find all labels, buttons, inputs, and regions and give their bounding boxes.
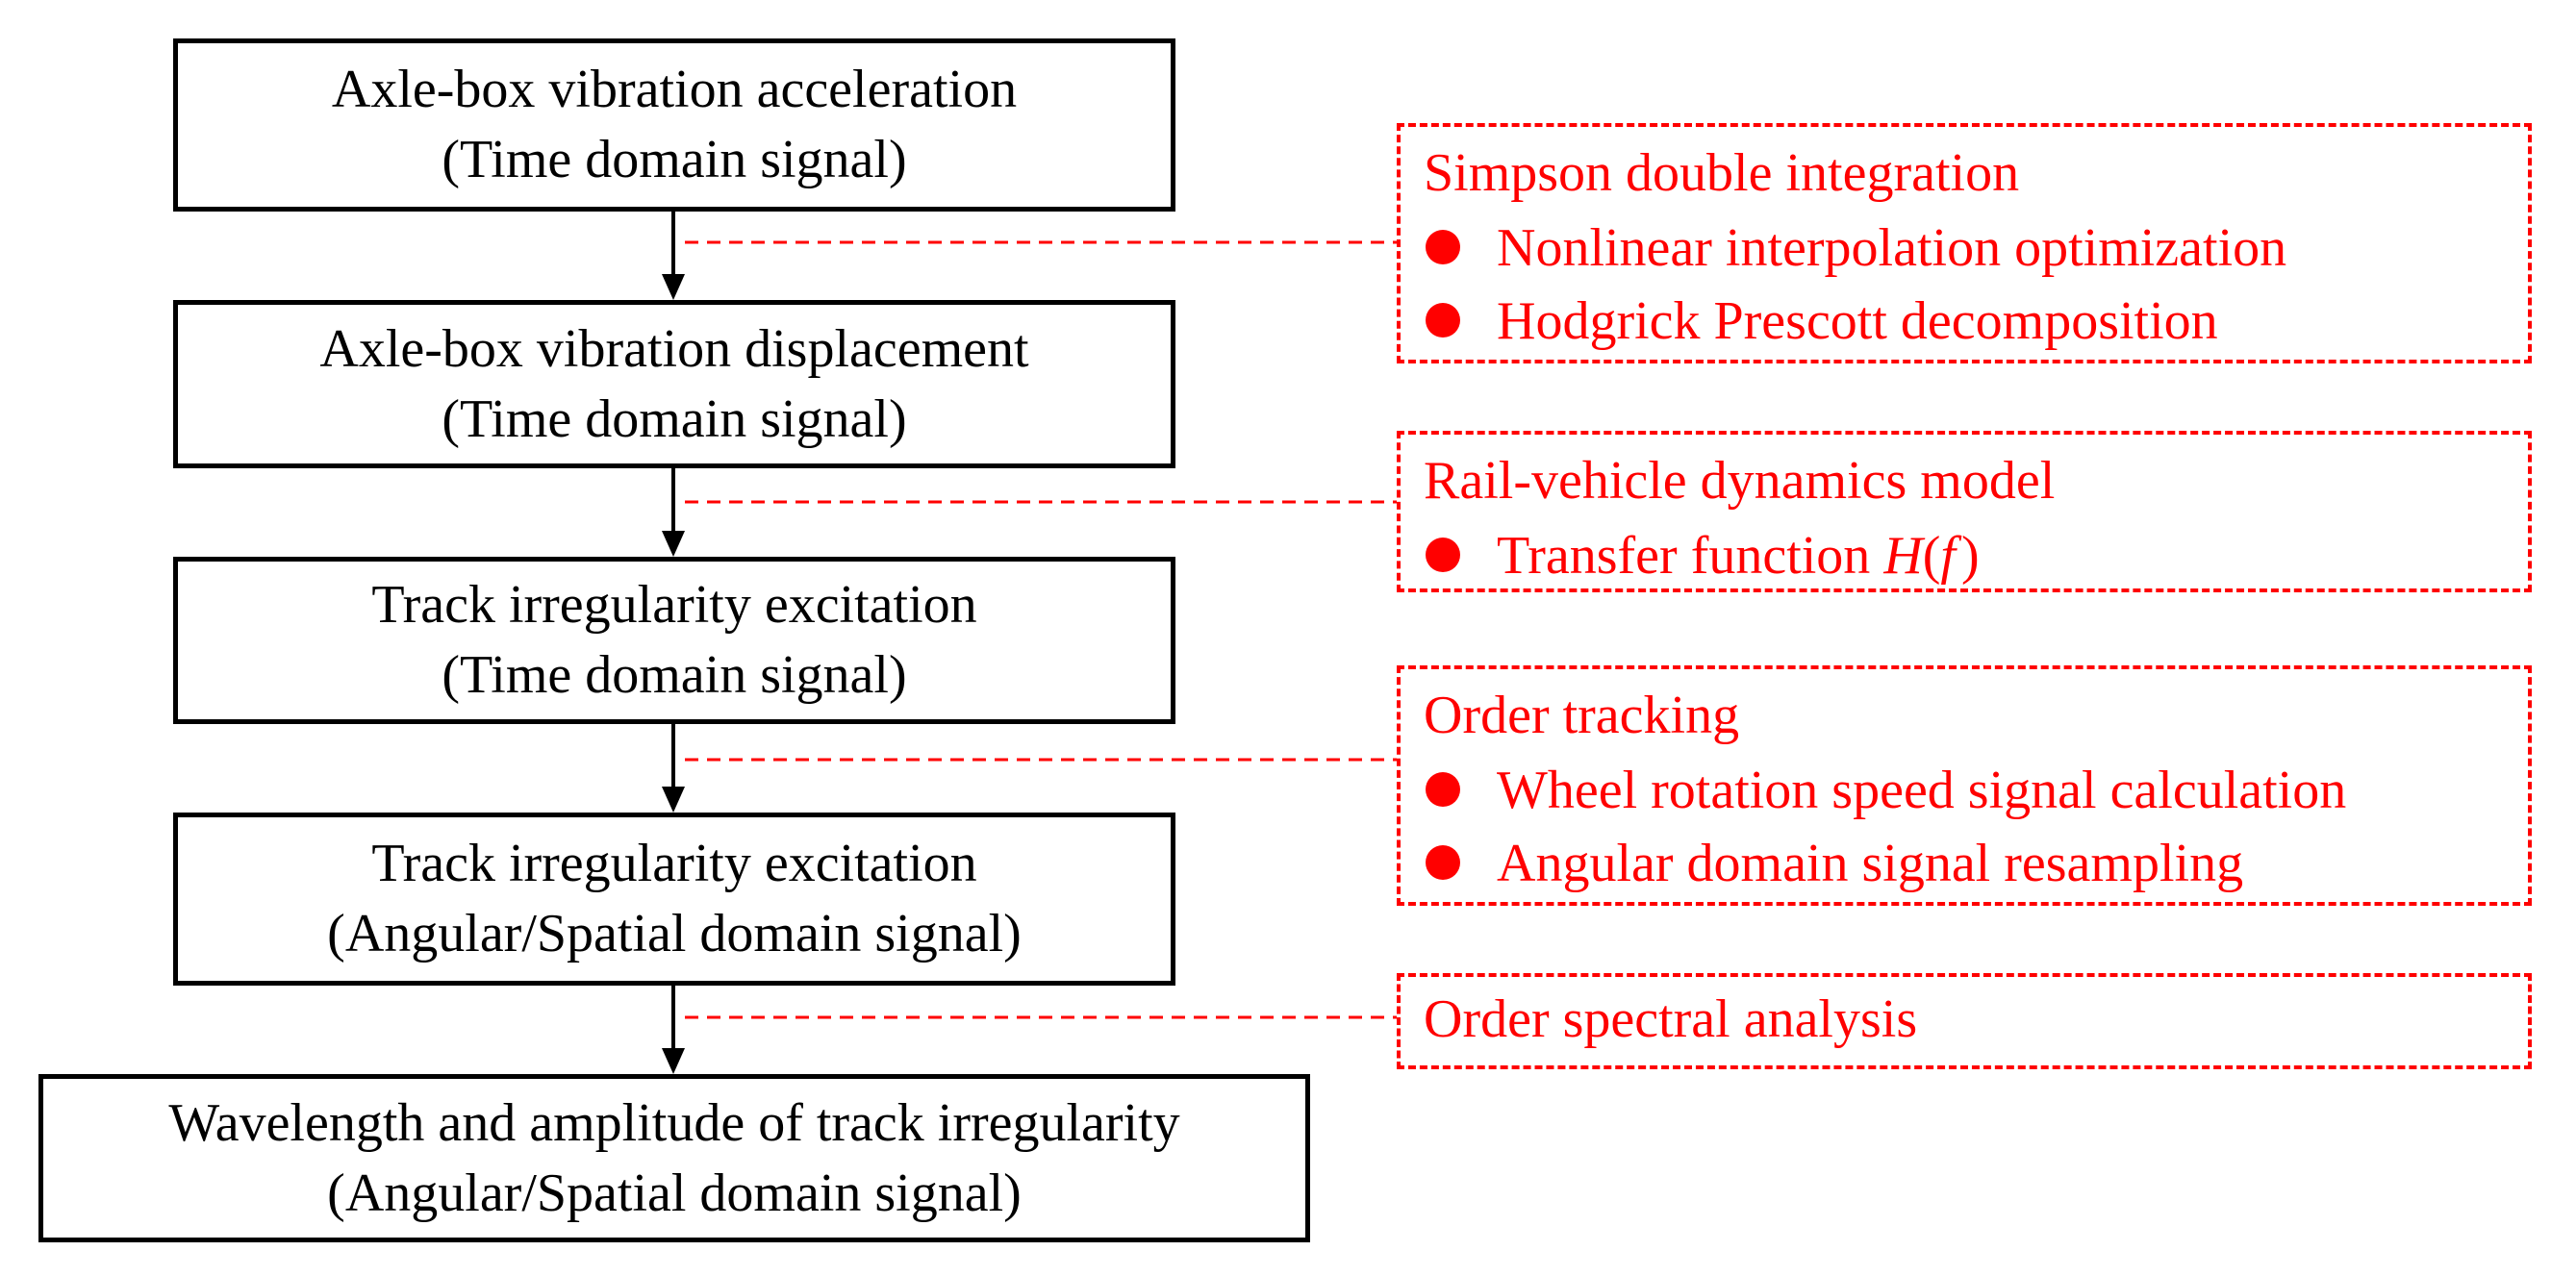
flow-box-displacement: Axle-box vibration displacement (Time do… — [173, 300, 1175, 468]
flow-box-acceleration-line1: Axle-box vibration acceleration — [331, 60, 1018, 120]
note-simpson-item-1: Nonlinear interpolation optimization — [1424, 221, 2528, 294]
note-dynamics-item-1-text: Transfer function H(f) — [1497, 529, 1980, 583]
transfer-function-symbol: H — [1883, 526, 1923, 586]
transfer-function-open-paren: ( — [1922, 526, 1941, 586]
note-order-tracking-item-2-text: Angular domain signal resampling — [1497, 834, 2244, 893]
bullet-icon — [1426, 230, 1460, 264]
flow-box-excitation-time: Track irregularity excitation (Time doma… — [173, 557, 1175, 724]
arrowhead-4 — [662, 1048, 685, 1074]
flow-box-excitation-angular: Track irregularity excitation (Angular/S… — [173, 813, 1175, 986]
note-dynamics-model: Rail-vehicle dynamics model Transfer fun… — [1397, 431, 2532, 592]
note-order-tracking-item-1-text: Wheel rotation speed signal calculation — [1497, 761, 2347, 820]
flow-box-excitation-time-line2: (Time domain signal) — [442, 645, 907, 705]
bullet-icon — [1426, 538, 1460, 572]
note-order-spectral: Order spectral analysis — [1397, 973, 2532, 1069]
note-simpson-item-2-text: Hodgrick Prescott decomposition — [1497, 291, 2218, 351]
note-order-spectral-title: Order spectral analysis — [1424, 989, 1918, 1049]
bullet-icon — [1426, 845, 1460, 880]
flow-box-acceleration: Axle-box vibration acceleration (Time do… — [173, 38, 1175, 212]
arrowhead-1 — [662, 274, 685, 300]
note-dynamics-item-1: Transfer function H(f) — [1424, 529, 2528, 602]
note-simpson-item-1-text: Nonlinear interpolation optimization — [1497, 218, 2287, 278]
note-simpson-title: Simpson double integration — [1424, 143, 2020, 203]
flow-box-wavelength-amplitude-line1: Wavelength and amplitude of track irregu… — [168, 1092, 1180, 1153]
note-order-tracking-item-1: Wheel rotation speed signal calculation — [1424, 763, 2528, 837]
transfer-function-variable: f — [1940, 526, 1956, 586]
note-dynamics-title: Rail-vehicle dynamics model — [1424, 451, 2056, 511]
bullet-icon — [1426, 303, 1460, 338]
arrowhead-2 — [662, 531, 685, 557]
note-order-tracking-title: Order tracking — [1424, 686, 1740, 745]
flow-box-wavelength-amplitude: Wavelength and amplitude of track irregu… — [38, 1074, 1310, 1242]
flow-box-excitation-time-line1: Track irregularity excitation — [371, 575, 977, 636]
flow-box-displacement-line2: (Time domain signal) — [442, 388, 907, 449]
note-order-tracking: Order tracking Wheel rotation speed sign… — [1397, 665, 2532, 906]
bullet-icon — [1426, 772, 1460, 807]
flow-box-displacement-line1: Axle-box vibration displacement — [319, 318, 1029, 379]
note-order-tracking-item-2: Angular domain signal resampling — [1424, 837, 2528, 910]
note-simpson-integration: Simpson double integration Nonlinear int… — [1397, 123, 2532, 363]
flow-box-excitation-angular-line2: (Angular/Spatial domain signal) — [327, 904, 1022, 963]
flow-box-excitation-angular-line1: Track irregularity excitation — [371, 834, 977, 894]
note-simpson-item-2: Hodgrick Prescott decomposition — [1424, 294, 2528, 367]
transfer-function-close-paren: ) — [1960, 526, 1980, 586]
arrowhead-3 — [662, 787, 685, 813]
transfer-function-prefix: Transfer function — [1497, 526, 1884, 586]
flow-box-wavelength-amplitude-line2: (Angular/Spatial domain signal) — [327, 1163, 1022, 1223]
flow-box-acceleration-line2: (Time domain signal) — [442, 130, 907, 189]
